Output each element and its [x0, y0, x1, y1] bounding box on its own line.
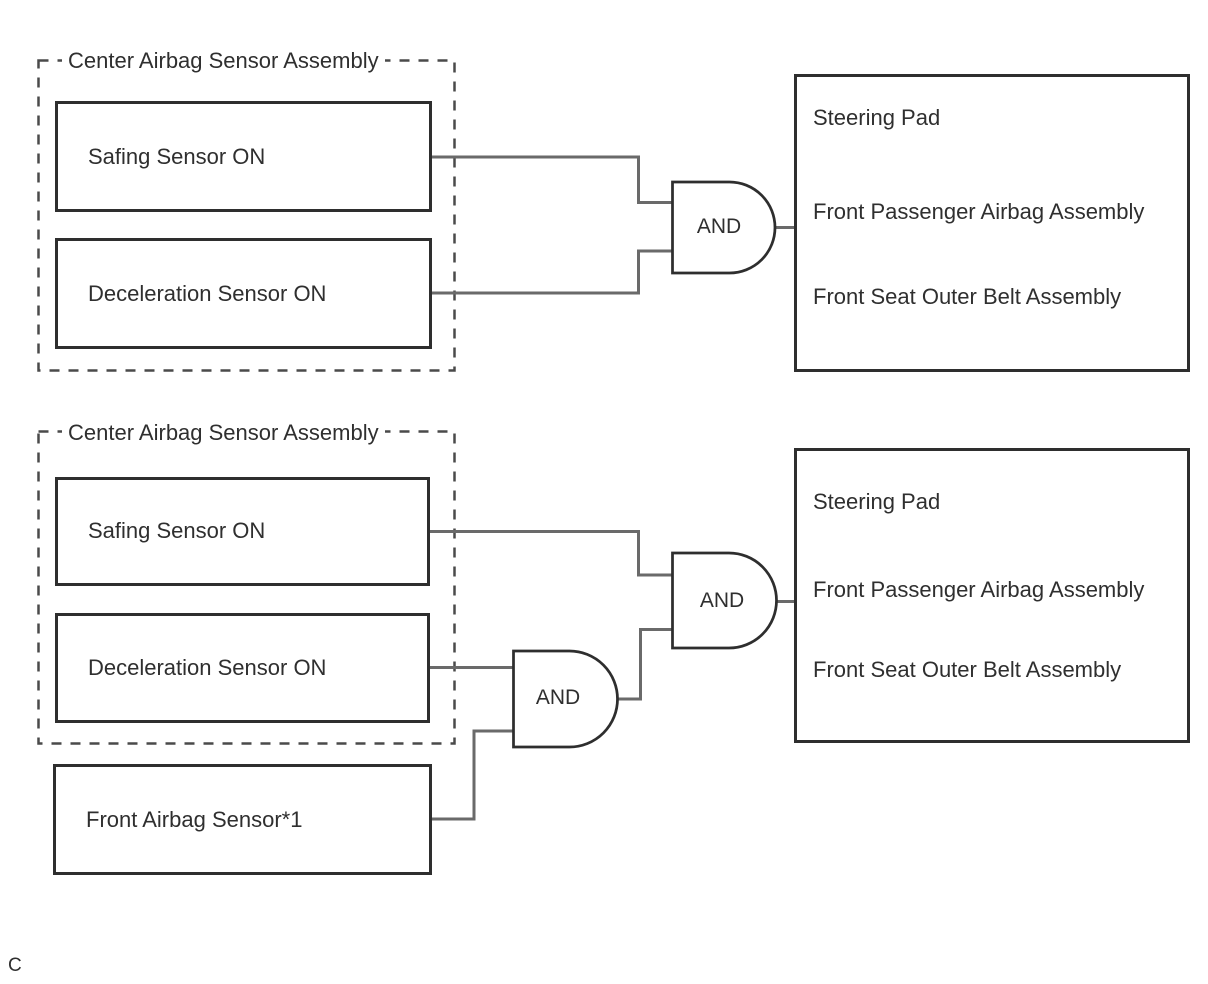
section2-title: Center Airbag Sensor Assembly [62, 420, 385, 446]
output-item-steering-pad-2: Steering Pad [813, 489, 941, 514]
connector-safing1-to-and1 [432, 155, 672, 204]
safing-sensor-label-2: Safing Sensor ON [88, 518, 266, 543]
and-gate-1-label: AND [696, 215, 742, 238]
and-gate-1 [671, 180, 777, 275]
center-airbag-sensor-assembly-outline-2 [37, 430, 456, 745]
deceleration-sensor-box-1 [55, 238, 432, 349]
connector-and-stage1-to-and-stage2 [616, 628, 672, 701]
front-airbag-sensor-box [53, 764, 432, 875]
output-item-front-passenger-airbag-1: Front Passenger Airbag Assembly [813, 199, 1145, 224]
output-item-front-seat-outer-belt-1: Front Seat Outer Belt Assembly [813, 284, 1122, 309]
output-item-steering-pad-1: Steering Pad [813, 105, 941, 130]
connector-safing2-to-and-stage2 [430, 530, 672, 577]
output-devices-box-2 [794, 448, 1190, 743]
footer-label: C [8, 955, 22, 976]
and-gate-stage2 [671, 551, 778, 650]
connector-front-airbag-to-and-stage1 [432, 729, 514, 821]
output-item-front-passenger-airbag-2: Front Passenger Airbag Assembly [813, 577, 1145, 602]
and-gate-stage1 [512, 649, 619, 749]
center-airbag-sensor-assembly-outline-1 [37, 59, 456, 372]
safing-sensor-label-1: Safing Sensor ON [88, 143, 266, 169]
safing-sensor-box-1 [55, 101, 432, 212]
safing-sensor-box-2 [55, 477, 430, 586]
deceleration-sensor-label-1: Deceleration Sensor ON [88, 280, 327, 306]
deceleration-sensor-label-2: Deceleration Sensor ON [88, 654, 327, 680]
output-devices-box-1 [794, 74, 1190, 372]
connector-deceleration1-to-and1 [432, 249, 672, 295]
and-gate-stage1-label: AND [535, 686, 581, 709]
output-item-front-seat-outer-belt-2: Front Seat Outer Belt Assembly [813, 657, 1122, 682]
and-gate-stage2-label: AND [699, 589, 745, 612]
section1-title: Center Airbag Sensor Assembly [62, 48, 385, 74]
front-airbag-sensor-label: Front Airbag Sensor*1 [86, 806, 303, 832]
deceleration-sensor-box-2 [55, 613, 430, 723]
